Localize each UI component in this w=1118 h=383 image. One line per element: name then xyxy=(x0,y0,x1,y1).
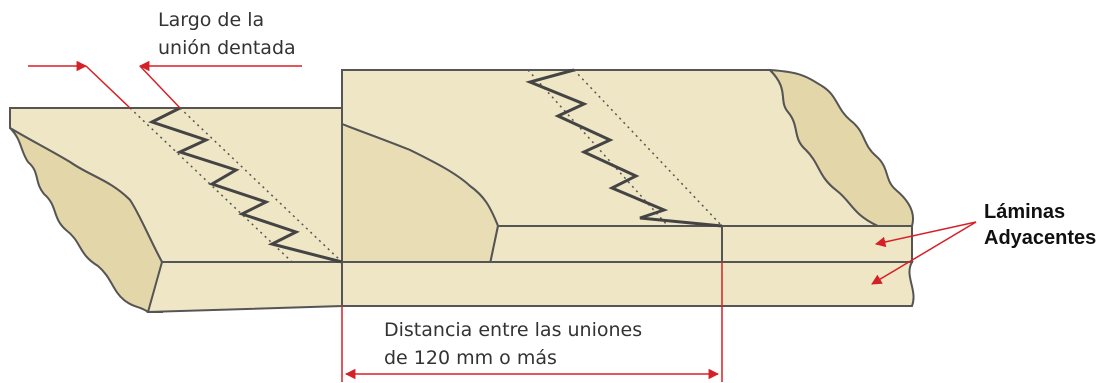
lamina-arrow-upper xyxy=(874,221,977,248)
joint-length-label-line1: Largo de la xyxy=(158,9,264,31)
joint-length-guide-left xyxy=(85,65,131,109)
left-board-front-face xyxy=(146,261,343,314)
right-boards xyxy=(341,68,915,307)
adjacent-laminas-label-line2: Adyacentes xyxy=(984,227,1096,249)
upper-board-rough-end xyxy=(767,68,914,227)
upper-board-front-face xyxy=(488,225,913,266)
adjacent-laminas-label-line1: Láminas xyxy=(984,201,1065,223)
right-joint-fingers xyxy=(525,68,723,228)
lamina-arrow-lower xyxy=(871,221,977,285)
joint-distance-label-line1: Distancia entre las uniones xyxy=(384,319,642,341)
joint-length-guide-right xyxy=(139,65,181,109)
joint-length-label-line2: unión dentada xyxy=(158,37,296,59)
left-joint-fingers xyxy=(148,106,343,264)
joint-distance-label-line2: de 120 mm o más xyxy=(384,347,557,369)
lower-board-front-face xyxy=(341,261,915,307)
right-joint-dotted-left xyxy=(527,69,669,227)
upper-board-left-end xyxy=(341,70,500,265)
left-joint-dotted-left xyxy=(129,107,293,263)
left-board-rough-end xyxy=(9,108,163,313)
right-finger-joint xyxy=(525,68,723,228)
left-joint-dotted-right xyxy=(179,107,343,263)
left-finger-joint xyxy=(129,106,343,264)
joint-length-arrows xyxy=(28,60,302,109)
left-board xyxy=(9,107,343,314)
